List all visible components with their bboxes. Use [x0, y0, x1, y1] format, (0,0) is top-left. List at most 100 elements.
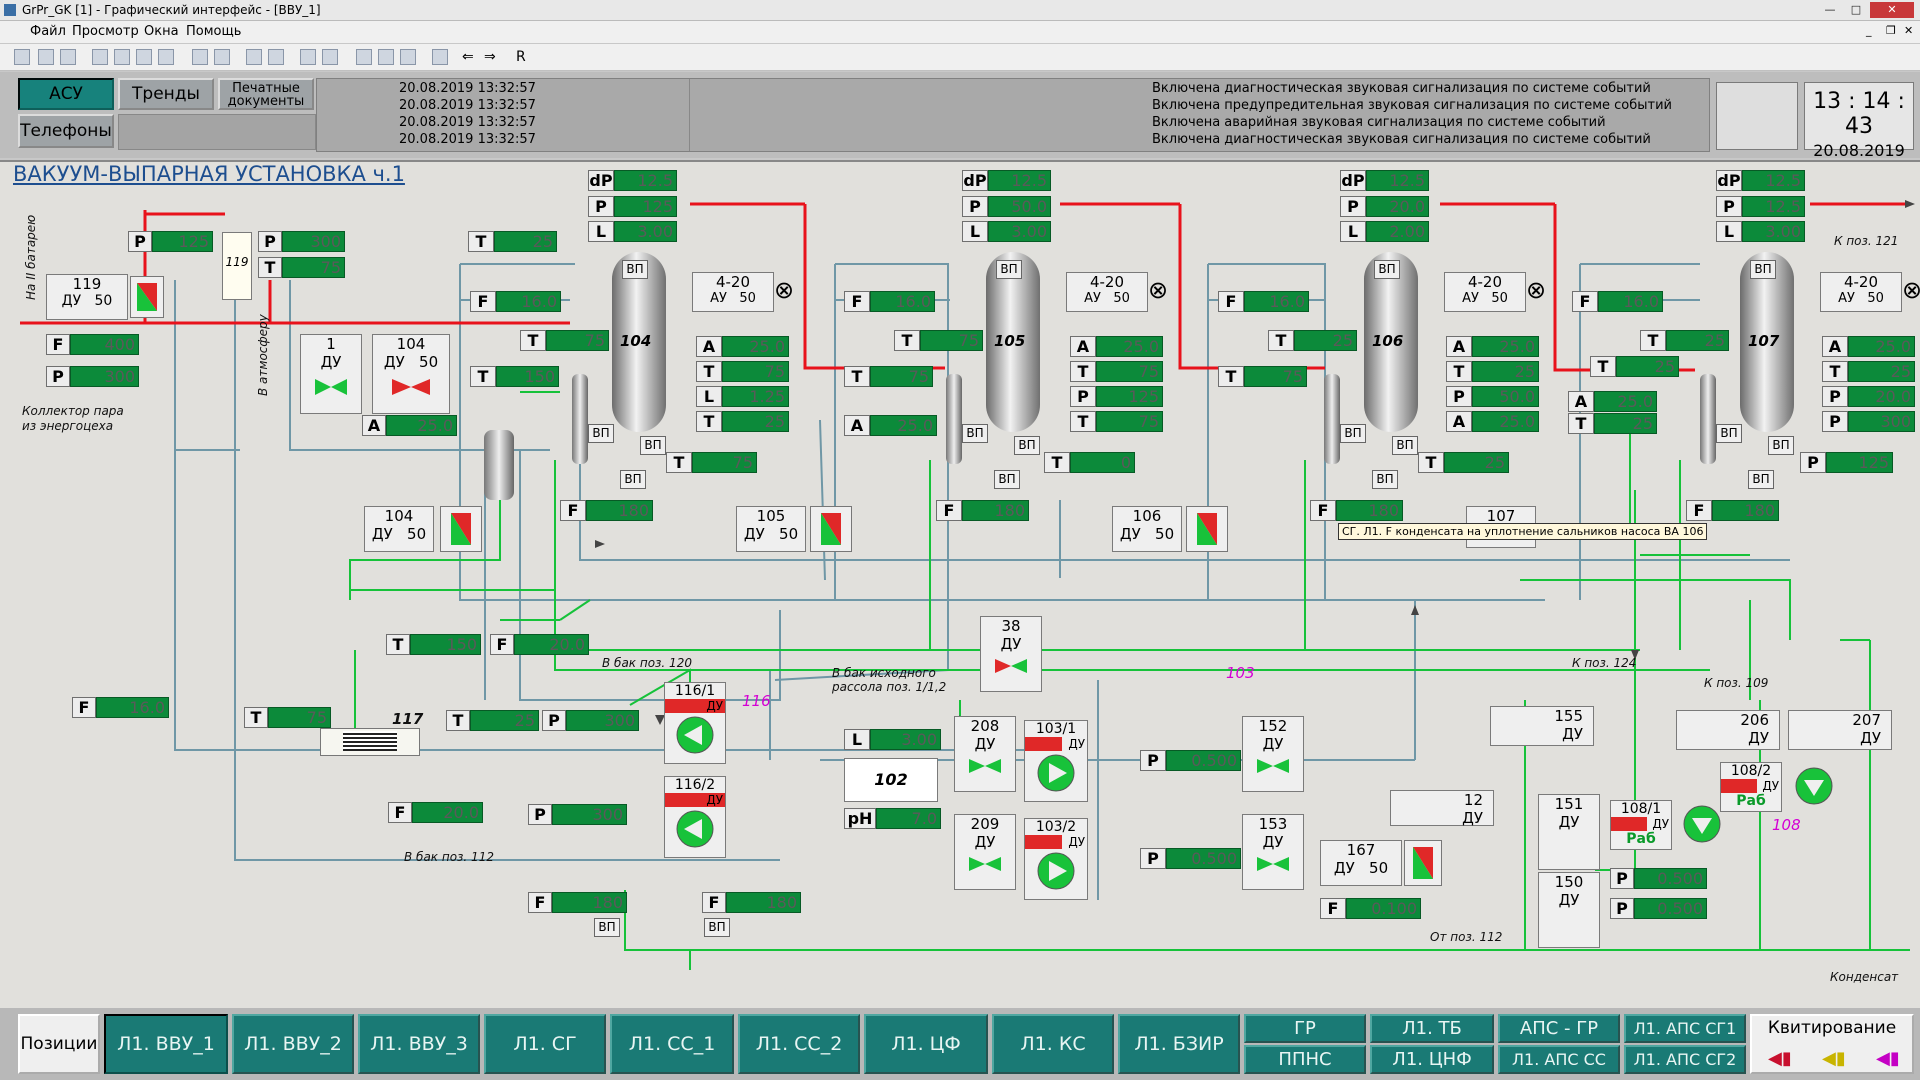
valve-closed-icon[interactable]: ⊗	[1148, 276, 1169, 304]
pointer-icon[interactable]	[14, 49, 30, 65]
nav-ss2[interactable]: Л1. СС_2	[738, 1014, 860, 1074]
tile-horizontal-icon[interactable]	[378, 49, 394, 65]
phones-button[interactable]: Телефоны	[18, 114, 114, 148]
forward-icon[interactable]: ⇒	[484, 49, 496, 65]
menu-view[interactable]: Просмотр	[72, 24, 139, 39]
mdi-close-icon[interactable]: ✕	[1904, 24, 1914, 37]
menu-file[interactable]: Файл	[30, 24, 66, 39]
evaporator-105[interactable]: 105	[986, 252, 1040, 432]
close-icon[interactable]: ✕	[1870, 2, 1914, 18]
zoom-in-icon[interactable]	[136, 49, 152, 65]
report-icon[interactable]	[268, 49, 284, 65]
nav-cnf[interactable]: Л1. ЦНФ	[1370, 1045, 1494, 1074]
valve-167-icon[interactable]	[1404, 840, 1442, 886]
valve-119-icon[interactable]	[130, 276, 164, 318]
cascade-icon[interactable]	[400, 49, 416, 65]
maximize-icon[interactable]: □	[1850, 3, 1862, 16]
heater-106[interactable]	[1324, 374, 1340, 464]
nav-aps-sg1[interactable]: Л1. АПС СГ1	[1624, 1014, 1746, 1043]
minimize-icon[interactable]: —	[1824, 3, 1836, 16]
asu-button[interactable]: АСУ	[18, 78, 114, 110]
pump-116-2[interactable]: 116/2 ДУ	[664, 776, 726, 858]
print-icon[interactable]	[300, 49, 316, 65]
valve-closed-icon[interactable]: ⊗	[1526, 276, 1547, 304]
valve-105-icon[interactable]	[810, 506, 852, 552]
nav-aps-ss[interactable]: Л1. АПС СС	[1498, 1045, 1620, 1074]
valve-closed-icon[interactable]: ⊗	[1902, 276, 1920, 304]
evaporator-107[interactable]: 107	[1740, 252, 1794, 432]
fit-icon[interactable]	[114, 49, 130, 65]
pump-108-2-icon[interactable]	[1792, 764, 1836, 808]
valve-104b-icon[interactable]	[440, 506, 482, 552]
nav-vvu3[interactable]: Л1. ВВУ_3	[358, 1014, 480, 1074]
help-icon[interactable]	[322, 49, 338, 65]
receiver-tank[interactable]	[484, 430, 514, 500]
nav-gr[interactable]: ГР	[1244, 1014, 1366, 1043]
hand-icon[interactable]	[38, 49, 54, 65]
heat-exchanger-117[interactable]	[320, 728, 420, 756]
mdi-restore-icon[interactable]: ❐	[1886, 24, 1896, 37]
